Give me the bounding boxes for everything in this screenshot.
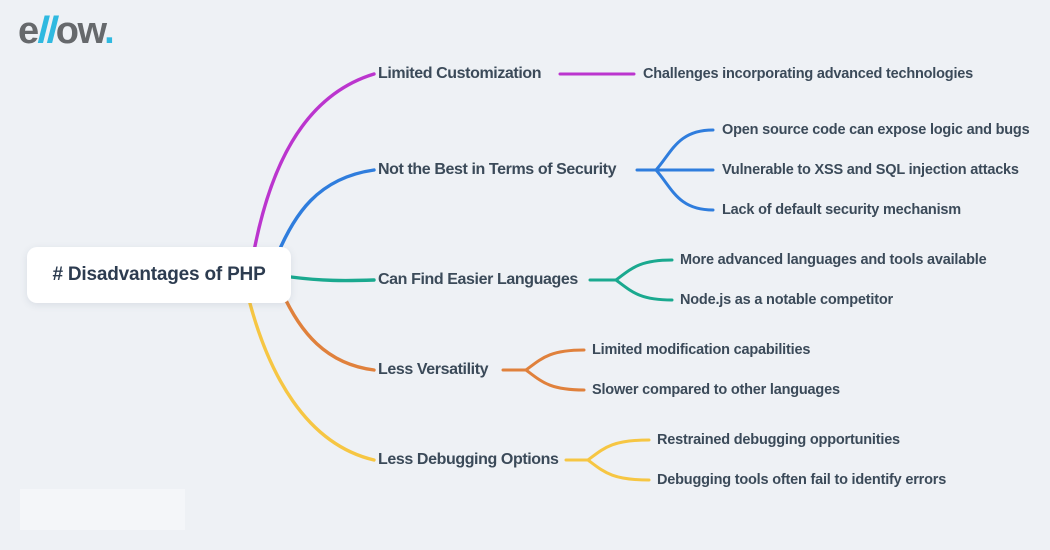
connector-b3-child2 <box>614 278 674 302</box>
connector-root-less-versatility <box>280 290 376 372</box>
leaf-debugging-tools-fail: Debugging tools often fail to identify e… <box>657 472 947 488</box>
branch-less-versatility: Less Versatility <box>378 361 489 378</box>
branch-less-debugging: Less Debugging Options <box>378 451 559 468</box>
connector-root-less-debugging <box>246 294 376 462</box>
leaf-limited-modification: Limited modification capabilities <box>592 342 811 358</box>
branch-limited-customization: Limited Customization <box>378 65 542 82</box>
root-node: # Disadvantages of PHP <box>27 247 291 303</box>
leaf-advanced-technologies: Challenges incorporating advanced techno… <box>643 66 974 82</box>
connector-b5-child2 <box>586 458 651 482</box>
connector-b4-child2 <box>524 368 586 392</box>
leaf-slower-compared: Slower compared to other languages <box>592 382 840 398</box>
leaf-open-source-expose: Open source code can expose logic and bu… <box>722 122 1030 138</box>
connector-b3-child1 <box>614 258 674 282</box>
connector-root-easier-languages <box>289 275 376 283</box>
leaf-restrained-debugging: Restrained debugging opportunities <box>657 432 900 448</box>
branch-easier-languages: Can Find Easier Languages <box>378 271 578 288</box>
connector-b2-child3 <box>654 168 715 212</box>
watermark-rect <box>20 489 185 530</box>
ellow-logo: ellow. <box>18 10 115 53</box>
connector-b4-child1 <box>524 348 586 372</box>
connector-root-security <box>274 168 376 260</box>
connector-b5-child1 <box>586 438 651 462</box>
leaf-nodejs-competitor: Node.js as a notable competitor <box>680 292 893 308</box>
logo-part-e: e <box>18 10 39 52</box>
logo-part-dot: . <box>104 10 115 52</box>
leaf-more-advanced-languages: More advanced languages and tools availa… <box>680 252 987 268</box>
connector-b2-child1 <box>654 128 715 172</box>
connector-root-limited-customization <box>250 72 376 264</box>
logo-part-ow: ow <box>55 10 106 52</box>
leaf-xss-sql-injection: Vulnerable to XSS and SQL injection atta… <box>722 162 1019 178</box>
branch-security: Not the Best in Terms of Security <box>378 161 617 178</box>
leaf-default-security: Lack of default security mechanism <box>722 202 961 218</box>
